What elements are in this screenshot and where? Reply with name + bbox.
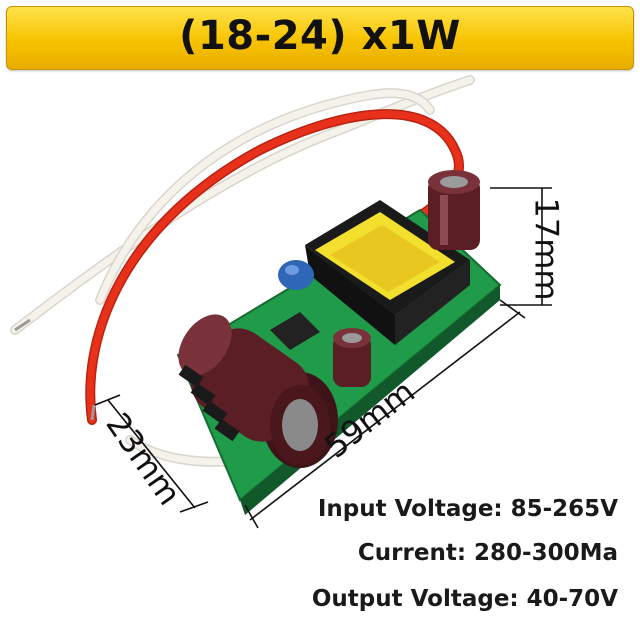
transformer bbox=[305, 200, 470, 345]
spec-input-voltage: Input Voltage: 85-265V bbox=[317, 496, 618, 522]
spec-output-voltage: Output Voltage: 40-70V bbox=[311, 586, 618, 612]
large-capacitor bbox=[178, 314, 338, 468]
small-capacitor bbox=[333, 328, 371, 387]
height-dimension-label: 17mm bbox=[527, 197, 566, 301]
wire-tip bbox=[90, 404, 96, 421]
banner-title: (18-24) x1W bbox=[179, 13, 461, 59]
connector-pins bbox=[178, 364, 240, 442]
blue-capacitor bbox=[278, 260, 314, 290]
tall-capacitor bbox=[428, 170, 480, 250]
ic-chip bbox=[270, 312, 320, 350]
led-driver-photo bbox=[10, 75, 552, 529]
wire-tip bbox=[14, 318, 31, 332]
spec-current: Current: 280-300Ma bbox=[357, 540, 618, 566]
title-banner: (18-24) x1W bbox=[6, 6, 634, 70]
dimension-lines bbox=[94, 187, 552, 529]
